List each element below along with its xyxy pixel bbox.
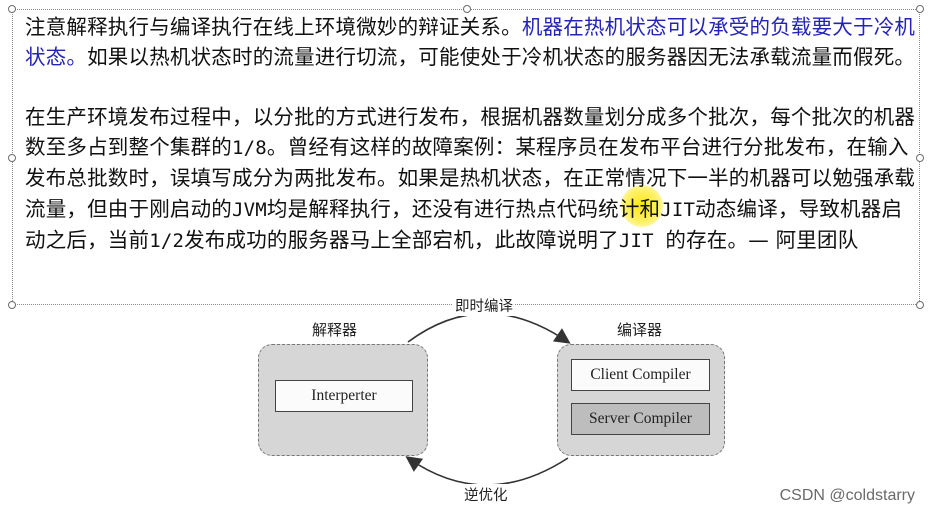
deoptimize-arrow	[405, 456, 569, 486]
paragraph-2-text-h: 1/2	[149, 229, 185, 252]
deoptimize-label: 逆优化	[462, 484, 510, 505]
paragraph-2-text-c: 。曾经有这样的故障案例：某程序员在发布平台进行分批发布，在输入发布总批数时，误填…	[25, 135, 916, 221]
jit-compile-label: 即时编译	[453, 295, 515, 316]
resize-handle-middle-left[interactable]	[8, 154, 16, 162]
resize-handle-top-right[interactable]	[916, 5, 924, 13]
resize-handle-bottom-left[interactable]	[8, 301, 16, 309]
slide-text-box[interactable]: 注意解释执行与编译执行在线上环境微妙的辩证关系。机器在热机状态可以承受的负载要大…	[8, 5, 924, 309]
jit-compile-arrow	[407, 312, 571, 344]
interpreter-group-label: 解释器	[312, 321, 358, 339]
paragraph-2-text-d: JVM	[232, 198, 267, 221]
paragraph-1-rest: 如果以热机状态时的流量进行切流，可能使处于冷机状态的服务器因无法承载流量而假死。	[87, 45, 916, 70]
paragraph-2-text-b: 1/8	[232, 137, 267, 160]
paragraph-2-text-g: 动态编译，导致机器启动之后，当前	[25, 196, 903, 252]
paragraph-1-highlight: 机器在热机状态可以承受的负载要大于冷机状态。	[25, 15, 916, 70]
pointer-highlight	[621, 185, 663, 227]
interpreter-box: Interperter	[275, 380, 413, 412]
paragraph-2-text-f: JIT	[660, 198, 696, 221]
paragraph-2-text-a: 在生产环境发布过程中，以分批的方式进行发布，根据机器数量划分成多个批次，每个批次…	[25, 105, 916, 160]
paragraph-2-text-i: 发布成功的服务器马上全部宕机，此故障说明了	[184, 227, 619, 252]
compiler-group-label: 编译器	[617, 321, 663, 339]
watermark: CSDN @coldstarry	[779, 487, 915, 504]
paragraph-2: 在生产环境发布过程中，以分批的方式进行发布，根据机器数量划分成多个批次，每个批次…	[25, 102, 917, 256]
resize-handle-bottom-right[interactable]	[916, 301, 924, 309]
paragraph-1-intro: 注意解释执行与编译执行在线上环境微妙的辩证关系。	[25, 15, 522, 39]
paragraph-1: 注意解释执行与编译执行在线上环境微妙的辩证关系。机器在热机状态可以承受的负载要大…	[25, 12, 917, 72]
resize-handle-top-left[interactable]	[8, 5, 16, 13]
paragraph-2-text-j: JIT	[618, 229, 666, 252]
resize-handle-top-center[interactable]	[463, 5, 471, 13]
resize-handle-middle-right[interactable]	[916, 154, 924, 162]
server-compiler-box: Server Compiler	[571, 403, 710, 435]
paragraph-2-text-e: 均是解释执行，还没有进行热点代码统计和	[266, 196, 661, 221]
client-compiler-box: Client Compiler	[571, 359, 710, 391]
paragraph-2-text-k: 的存在。— 阿里团队	[665, 227, 859, 252]
